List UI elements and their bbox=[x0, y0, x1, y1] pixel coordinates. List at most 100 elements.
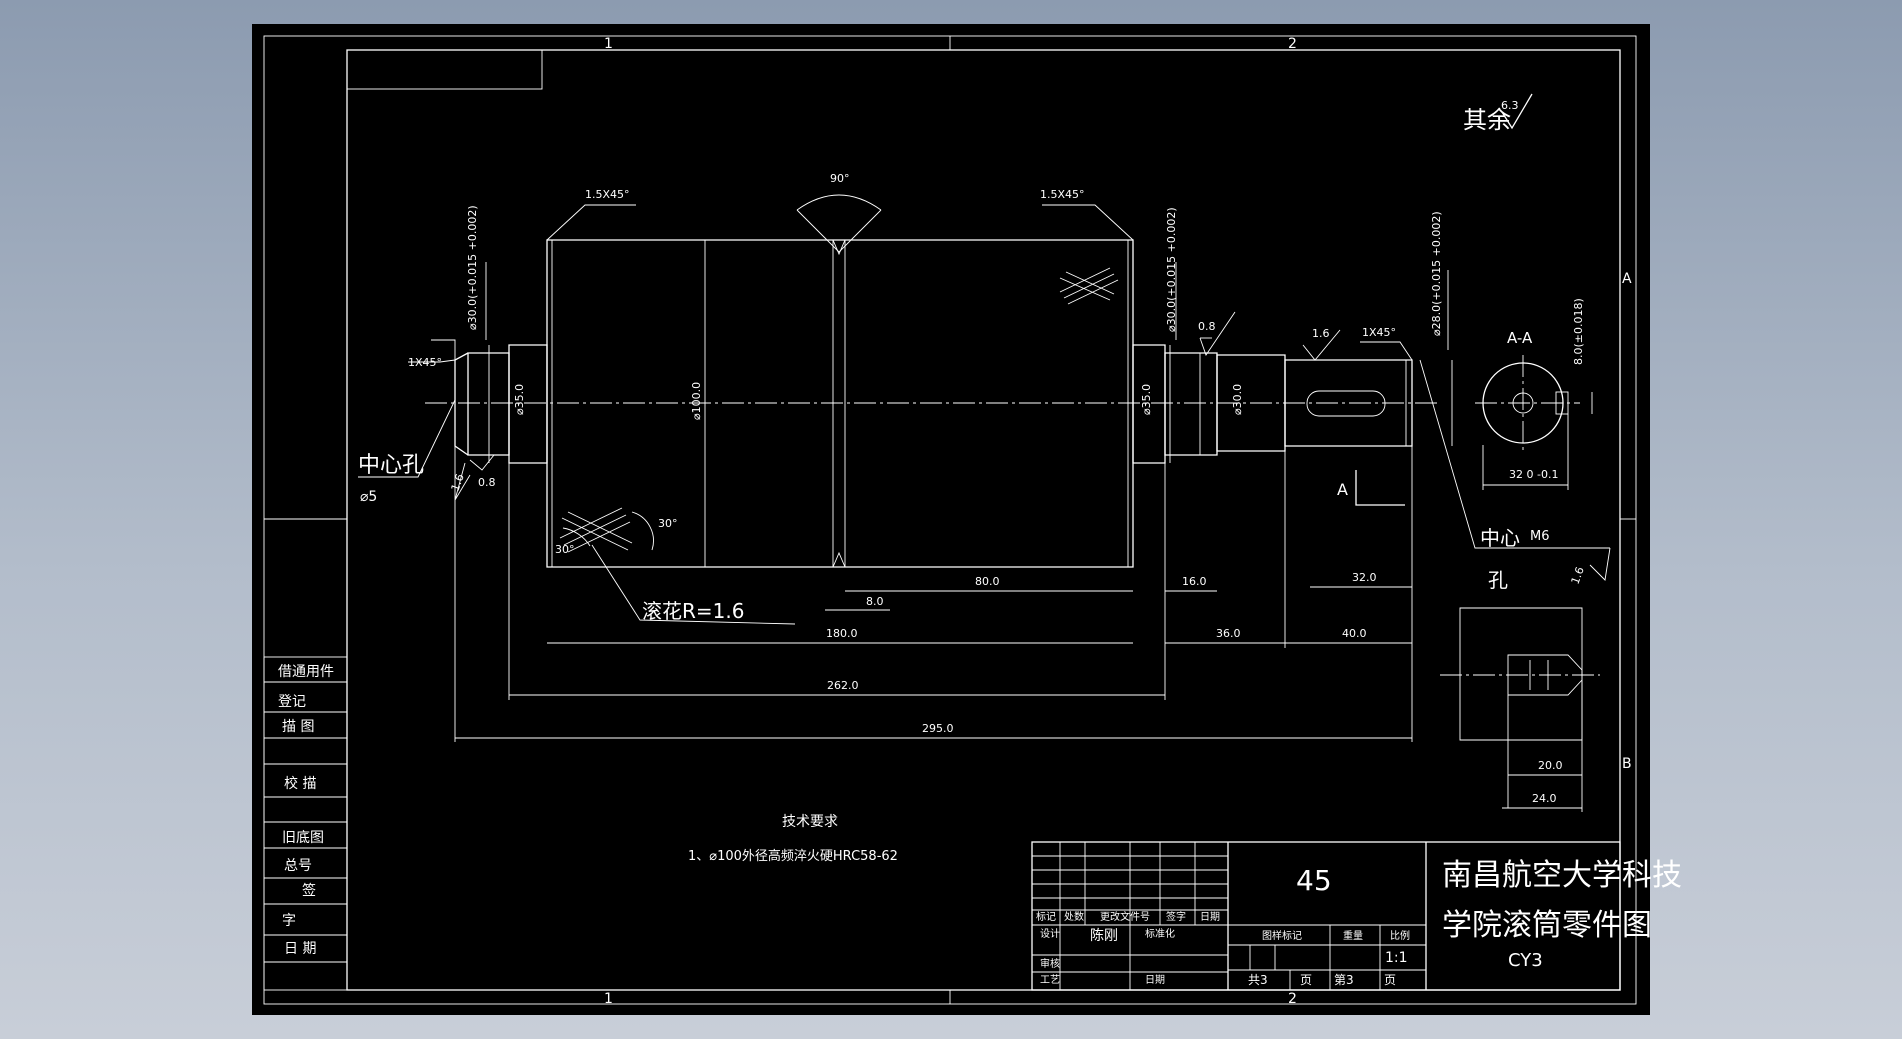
dim-16: 16.0 bbox=[1182, 575, 1207, 588]
tb-shenhe: 审核 bbox=[1040, 957, 1060, 970]
center-hole-right: 中心 bbox=[1480, 526, 1520, 550]
side-row-6: 签 bbox=[302, 882, 316, 899]
groove-angle-label: 90° bbox=[830, 172, 850, 185]
tb-h-qianzi: 签字 bbox=[1166, 910, 1186, 923]
length-dims: 80.0 8.0 180.0 16.0 32.0 36.0 40.0 262.0… bbox=[454, 446, 1413, 742]
keyway-depth: 32 0 -0.1 bbox=[1509, 468, 1558, 481]
rough-16-detail: 1.6 bbox=[1569, 565, 1587, 586]
side-row-3: 校 描 bbox=[284, 775, 316, 792]
dia-35-right: ⌀35.0 bbox=[1140, 384, 1153, 415]
knurl-label: 滚花R=1.6 bbox=[642, 599, 744, 623]
section-view-a-a: A-A 32 0 -0.1 8.0(±0.018) bbox=[1475, 298, 1593, 490]
side-table: 借通用件 登记 描 图 校 描 旧底图 总号 签 字 日 期 bbox=[263, 656, 348, 991]
tb-school-line1: 南昌航空大学科技 bbox=[1442, 858, 1682, 893]
roughness-symbols: 0.8 1.6 0.8 1.6 bbox=[449, 311, 1341, 501]
tb-scale: 1:1 bbox=[1385, 950, 1408, 966]
angle-30-left: 30° bbox=[555, 543, 575, 556]
chamfer-leaders: 1.5X45° 1.5X45° 90° 1X45° 1X45° bbox=[408, 172, 1413, 369]
chamfer-right-label: 1.5X45° bbox=[1040, 188, 1085, 201]
tb-gongyi: 工艺 bbox=[1040, 974, 1060, 986]
angle-30-right: 30° bbox=[658, 517, 678, 530]
zone-bottom-2: 2 bbox=[1288, 991, 1297, 1007]
center-hole-left-dia: ⌀5 bbox=[360, 489, 377, 505]
detail-20: 20.0 bbox=[1538, 759, 1563, 772]
tb-h-wenjian: 更改文件号 bbox=[1100, 910, 1150, 923]
tb-sheji-name: 陈刚 bbox=[1090, 927, 1118, 944]
drawing-sheet bbox=[252, 24, 1650, 1015]
tb-h-riqi: 日期 bbox=[1200, 911, 1220, 923]
dim-32: 32.0 bbox=[1352, 571, 1377, 584]
tb-zhang2: 页 bbox=[1384, 973, 1396, 987]
left-diameter-tolerance: ⌀30.0(+0.015 +0.002) bbox=[466, 205, 479, 330]
dim-36: 36.0 bbox=[1216, 627, 1241, 640]
dia-100: ⌀100.0 bbox=[690, 382, 703, 420]
center-hole-m6: M6 bbox=[1530, 529, 1550, 544]
chamfer-1x45-right-label: 1X45° bbox=[1362, 326, 1396, 339]
side-row-1: 登记 bbox=[278, 694, 306, 710]
center-hole-right-2: 孔 bbox=[1488, 568, 1508, 592]
dim-80: 80.0 bbox=[975, 575, 1000, 588]
detail-24: 24.0 bbox=[1532, 792, 1557, 805]
other-surfaces-label: 其余 bbox=[1463, 106, 1511, 134]
tb-sheji: 设计 bbox=[1040, 927, 1060, 940]
side-row-8: 日 期 bbox=[284, 941, 316, 957]
knurl-marks bbox=[559, 267, 1119, 553]
tb-h-tuyang: 图样标记 bbox=[1262, 929, 1302, 942]
zone-side-a: A bbox=[1622, 271, 1632, 287]
chamfer-left-label: 1.5X45° bbox=[585, 188, 630, 201]
side-row-5: 总号 bbox=[284, 858, 312, 874]
side-row-4: 旧底图 bbox=[282, 830, 324, 846]
tech-line-1: 1、⌀100外径高频淬火硬HRC58-62 bbox=[688, 848, 898, 864]
inner-frame bbox=[346, 49, 1621, 991]
zone-top-2: 2 bbox=[1288, 36, 1297, 52]
title-block: 标记 处数 更改文件号 签字 日期 设计 标准化 审核 工艺 日期 图样标记 重… bbox=[1031, 841, 1682, 991]
tb-h-zhongliang: 重量 bbox=[1343, 929, 1363, 942]
dim-180: 180.0 bbox=[826, 627, 858, 640]
top-left-code-box bbox=[346, 49, 543, 90]
tb-h-biaoji: 标记 bbox=[1036, 911, 1056, 923]
side-row-7: 字 bbox=[282, 913, 296, 929]
keyway-width: 8.0(±0.018) bbox=[1572, 298, 1585, 365]
center-hole-left: 中心孔 bbox=[358, 453, 424, 478]
zone-markers: 1 2 1 2 A B bbox=[604, 36, 1632, 1007]
tech-title: 技术要求 bbox=[782, 814, 838, 830]
rough-16-left: 1.6 bbox=[449, 472, 467, 493]
rough-08-right: 0.8 bbox=[1198, 320, 1216, 333]
shaft-diameter-tolerance: ⌀28.0(+0.015 +0.002) bbox=[1430, 211, 1443, 336]
tb-di: 第3 bbox=[1334, 973, 1354, 987]
tb-material: 45 bbox=[1296, 864, 1332, 897]
tb-h-chushu: 处数 bbox=[1064, 910, 1084, 923]
right-diameter-tolerance: ⌀30.0(+0.015 +0.002) bbox=[1165, 207, 1178, 332]
other-surfaces-value: 6.3 bbox=[1501, 99, 1519, 112]
rough-16-right: 1.6 bbox=[1312, 327, 1330, 340]
surface-roughness-note: 其余 6.3 bbox=[1463, 93, 1533, 134]
dim-8: 8.0 bbox=[866, 595, 884, 608]
chamfer-1x45-left-label: 1X45° bbox=[408, 356, 442, 369]
tb-drawing-no: CY3 bbox=[1508, 950, 1543, 971]
section-arrow: A bbox=[1337, 470, 1405, 506]
tb-gong: 共3 bbox=[1248, 973, 1268, 987]
section-title: A-A bbox=[1507, 329, 1533, 347]
rough-08-left: 0.8 bbox=[478, 476, 496, 489]
zone-bottom-1: 1 bbox=[604, 991, 613, 1007]
tb-zhang: 页 bbox=[1300, 973, 1312, 987]
zone-top-1: 1 bbox=[604, 36, 613, 52]
dim-295: 295.0 bbox=[922, 722, 954, 735]
center-hole-detail: 中心 M6 孔 1.6 20.0 24.0 bbox=[1419, 359, 1611, 812]
tb-riqi: 日期 bbox=[1145, 974, 1165, 986]
tb-biaozhunhua: 标准化 bbox=[1145, 927, 1175, 940]
dia-30-right: ⌀30.0 bbox=[1231, 384, 1244, 415]
zone-side-b: B bbox=[1622, 756, 1632, 772]
left-center-hole-note: 中心孔 ⌀5 bbox=[358, 399, 456, 505]
side-row-0: 借通用件 bbox=[278, 664, 334, 680]
section-arrow-label: A bbox=[1337, 480, 1348, 499]
dia-35-left: ⌀35.0 bbox=[513, 384, 526, 415]
knurl-note: 30° 30° 滚花R=1.6 bbox=[555, 511, 796, 625]
diameter-dims: ⌀30.0(+0.015 +0.002) ⌀30.0(+0.015 +0.002… bbox=[466, 205, 1453, 567]
side-row-2: 描 图 bbox=[282, 719, 314, 735]
dim-40: 40.0 bbox=[1342, 627, 1367, 640]
tb-h-bili: 比例 bbox=[1390, 929, 1410, 942]
tb-school-line2: 学院滚筒零件图 bbox=[1442, 908, 1652, 943]
technical-requirements: 技术要求 1、⌀100外径高频淬火硬HRC58-62 bbox=[688, 814, 898, 864]
